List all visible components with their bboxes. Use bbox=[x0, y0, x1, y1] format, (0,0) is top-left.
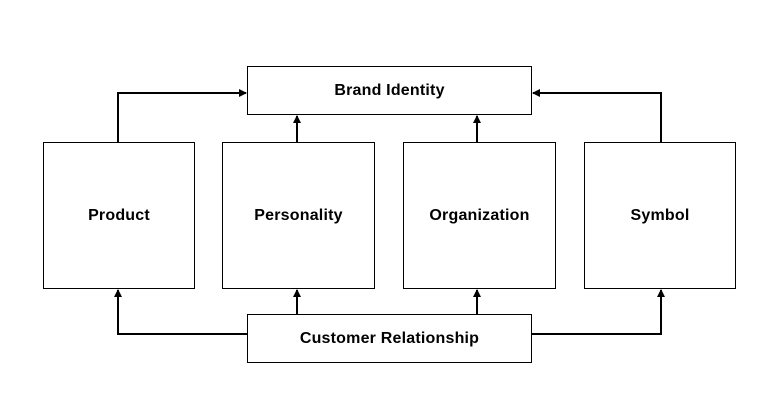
symbol-box: Symbol bbox=[584, 142, 736, 289]
symbol-label: Symbol bbox=[630, 206, 690, 224]
customer-relationship-label: Customer Relationship bbox=[299, 329, 480, 347]
organization-box: Organization bbox=[403, 142, 556, 289]
product-box: Product bbox=[43, 142, 195, 289]
brand-identity-label: Brand Identity bbox=[334, 81, 445, 99]
connector-symbol-to-brand bbox=[532, 89, 662, 142]
connector-customer-to-product bbox=[114, 289, 247, 335]
product-label: Product bbox=[88, 206, 150, 224]
organization-label: Organization bbox=[429, 206, 530, 224]
brand-identity-box: Brand Identity bbox=[247, 66, 532, 115]
connector-customer-to-symbol bbox=[532, 289, 665, 335]
personality-label: Personality bbox=[254, 206, 343, 224]
customer-relationship-box: Customer Relationship bbox=[247, 314, 532, 363]
connector-product-to-brand bbox=[117, 89, 247, 142]
personality-box: Personality bbox=[222, 142, 375, 289]
